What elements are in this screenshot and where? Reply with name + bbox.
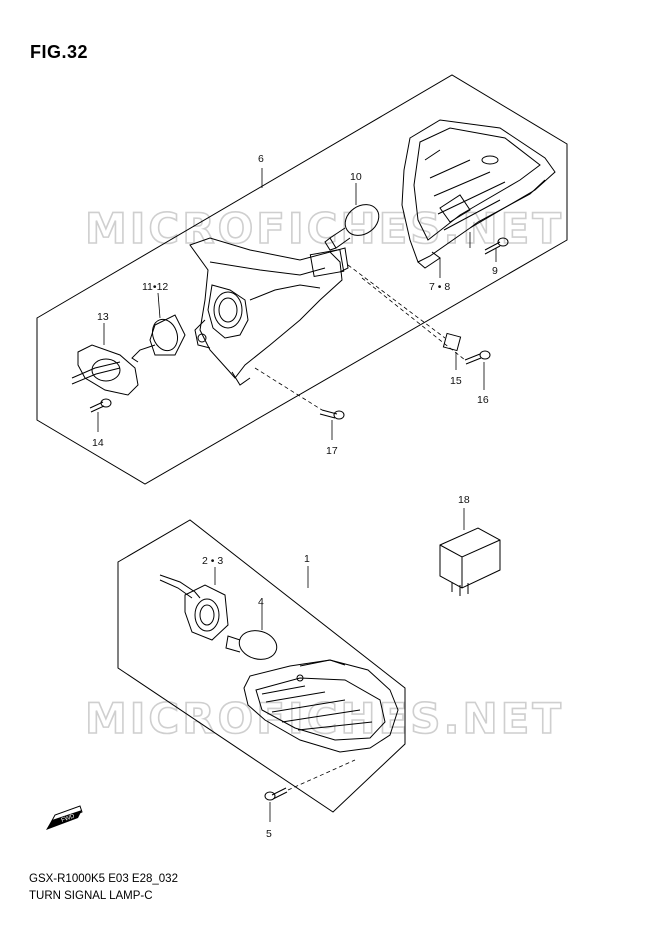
screw-14 — [89, 398, 112, 413]
figure-title: FIG.32 — [30, 42, 89, 62]
group-box-upper — [36, 74, 568, 485]
fwd-label: FWD — [61, 813, 77, 824]
callout-4: 4 — [258, 596, 264, 608]
front-lens-upper — [401, 119, 556, 269]
screw-17 — [319, 409, 345, 420]
group-box-lower — [117, 519, 406, 813]
relay-18 — [439, 508, 501, 596]
callout-17: 17 — [326, 445, 338, 457]
screw-9 — [484, 237, 509, 255]
section-name: TURN SIGNAL LAMP-C — [29, 890, 153, 902]
callout-1: 1 — [304, 553, 310, 565]
watermark-bottom: MICROFICHES.NET — [85, 694, 564, 743]
callout-5: 5 — [266, 828, 272, 840]
screw-16 — [464, 350, 491, 365]
callout-7-8: 7 • 8 — [429, 281, 450, 293]
leader-lines-lower — [214, 566, 309, 630]
model-code: GSX-R1000K5 E03 E28_032 — [29, 873, 178, 885]
nut-15 — [442, 332, 462, 352]
callout-10: 10 — [350, 171, 362, 183]
watermark-top: MICROFICHES.NET — [85, 204, 564, 253]
callout-13: 13 — [97, 311, 109, 323]
socket-upper — [131, 314, 186, 363]
front-lens-lower — [243, 659, 399, 753]
leader-lines-upper — [97, 168, 497, 440]
callout-9: 9 — [492, 265, 498, 277]
socket-lower — [159, 574, 229, 641]
callout-11-12: 11•12 — [142, 281, 168, 293]
screw-5 — [264, 759, 356, 822]
fwd-arrow-icon: FWD — [46, 805, 83, 830]
bulb-upper — [324, 204, 380, 251]
callout-15: 15 — [450, 375, 462, 387]
callout-16: 16 — [477, 394, 489, 406]
callout-6: 6 — [258, 153, 264, 165]
harness-plate — [71, 344, 139, 396]
callout-18: 18 — [458, 494, 470, 506]
callout-14: 14 — [92, 437, 104, 449]
callout-2-3: 2 • 3 — [202, 555, 223, 567]
lamp-housing — [189, 237, 349, 386]
bulb-lower — [225, 630, 278, 660]
